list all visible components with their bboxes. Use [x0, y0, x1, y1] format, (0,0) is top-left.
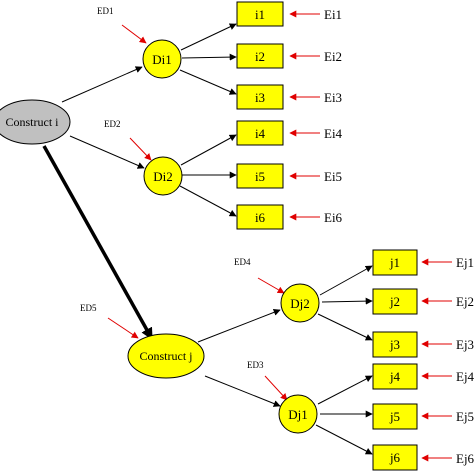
i2-label: i2 [255, 49, 265, 64]
path-arrows [42, 23, 373, 455]
arrow-construct-j-to-dj1 [204, 375, 281, 407]
j6-label: j6 [389, 450, 401, 465]
construct-i-node: Construct i [0, 99, 71, 145]
arrow-di1-to-i3 [179, 69, 237, 95]
ed4-label: ED4 [234, 257, 251, 267]
arrow-construct-i-to-construct-j [42, 145, 154, 341]
j4-label: j4 [389, 369, 401, 384]
ei4-label: Ei4 [324, 126, 343, 141]
indicator-j3: j3 [372, 331, 418, 358]
di2-node: Di2 [143, 156, 183, 196]
j1-label: j1 [389, 255, 400, 270]
indicator-j4: j4 [372, 363, 418, 390]
ej3-label: Ej3 [456, 337, 474, 352]
arrow-ed2 [129, 137, 152, 161]
indicator-i6: i6 [236, 204, 284, 230]
ed3-label: ED3 [247, 360, 264, 370]
dj2-node: Dj2 [280, 283, 320, 323]
indicator-i5: i5 [236, 163, 284, 189]
arrow-di2-to-i4 [180, 134, 237, 166]
ed5-label: ED5 [80, 303, 97, 313]
i4-label: i4 [255, 126, 266, 141]
ej6-label: Ej6 [456, 451, 474, 466]
di1-label: Di1 [152, 52, 172, 67]
j2-label: j2 [389, 294, 400, 309]
ed1-label: ED1 [97, 6, 114, 16]
arrow-construct-i-to-di1 [61, 66, 143, 103]
error-labels: ED1 ED2 ED5 ED4 ED3 Ei1 Ei2 Ei3 Ei4 Ei5 … [80, 6, 474, 466]
indicator-j1: j1 [372, 249, 418, 276]
arrow-dj2-to-j2 [321, 297, 373, 305]
arrow-di1-to-i1 [180, 23, 237, 51]
dj2-label: Dj2 [290, 296, 310, 311]
i6-label: i6 [255, 210, 266, 225]
arrow-ed4 [257, 277, 285, 294]
indicator-i1: i1 [236, 1, 284, 27]
indicator-i2: i2 [236, 43, 284, 69]
arrow-di1-to-i2 [181, 53, 237, 61]
ed2-label: ED2 [104, 119, 121, 129]
ej4-label: Ej4 [456, 369, 474, 384]
indicator-i3: i3 [236, 84, 284, 110]
construct-j-node: Construct j [127, 333, 205, 379]
j3-label: j3 [389, 337, 400, 352]
indicator-i4: i4 [236, 120, 284, 146]
ej5-label: Ej5 [456, 409, 474, 424]
arrow-dj2-to-j3 [317, 313, 373, 341]
i1-label: i1 [255, 7, 265, 22]
indicator-j5: j5 [372, 403, 418, 430]
ej2-label: Ej2 [456, 294, 474, 309]
i3-label: i3 [255, 90, 265, 105]
construct-j-label: Construct j [140, 349, 193, 363]
ei6-label: Ei6 [324, 210, 343, 225]
arrow-di2-to-i6 [179, 185, 237, 217]
dj1-node: Dj1 [278, 394, 318, 434]
arrow-dj1-to-j4 [317, 375, 373, 405]
ej1-label: Ej1 [456, 255, 474, 270]
arrow-construct-j-to-dj2 [197, 309, 281, 343]
indicator-j2: j2 [372, 288, 418, 315]
arrow-ed3 [264, 375, 288, 401]
dj1-label: Dj1 [288, 407, 308, 422]
i5-label: i5 [255, 169, 265, 184]
arrow-dj1-to-j6 [315, 424, 373, 455]
ei5-label: Ei5 [324, 169, 342, 184]
di1-node: Di1 [142, 39, 182, 79]
arrow-ed1 [121, 24, 147, 44]
ei1-label: Ei1 [324, 7, 342, 22]
ei3-label: Ei3 [324, 90, 342, 105]
arrow-ed5 [107, 317, 139, 339]
indicator-j6: j6 [372, 444, 418, 471]
arrow-construct-i-to-di2 [69, 135, 145, 169]
di2-label: Di2 [153, 169, 173, 184]
construct-i-label: Construct i [6, 115, 60, 129]
ei2-label: Ei2 [324, 49, 342, 64]
j5-label: j5 [389, 409, 400, 424]
error-arrows [107, 10, 452, 462]
arrow-dj2-to-j1 [319, 265, 373, 296]
